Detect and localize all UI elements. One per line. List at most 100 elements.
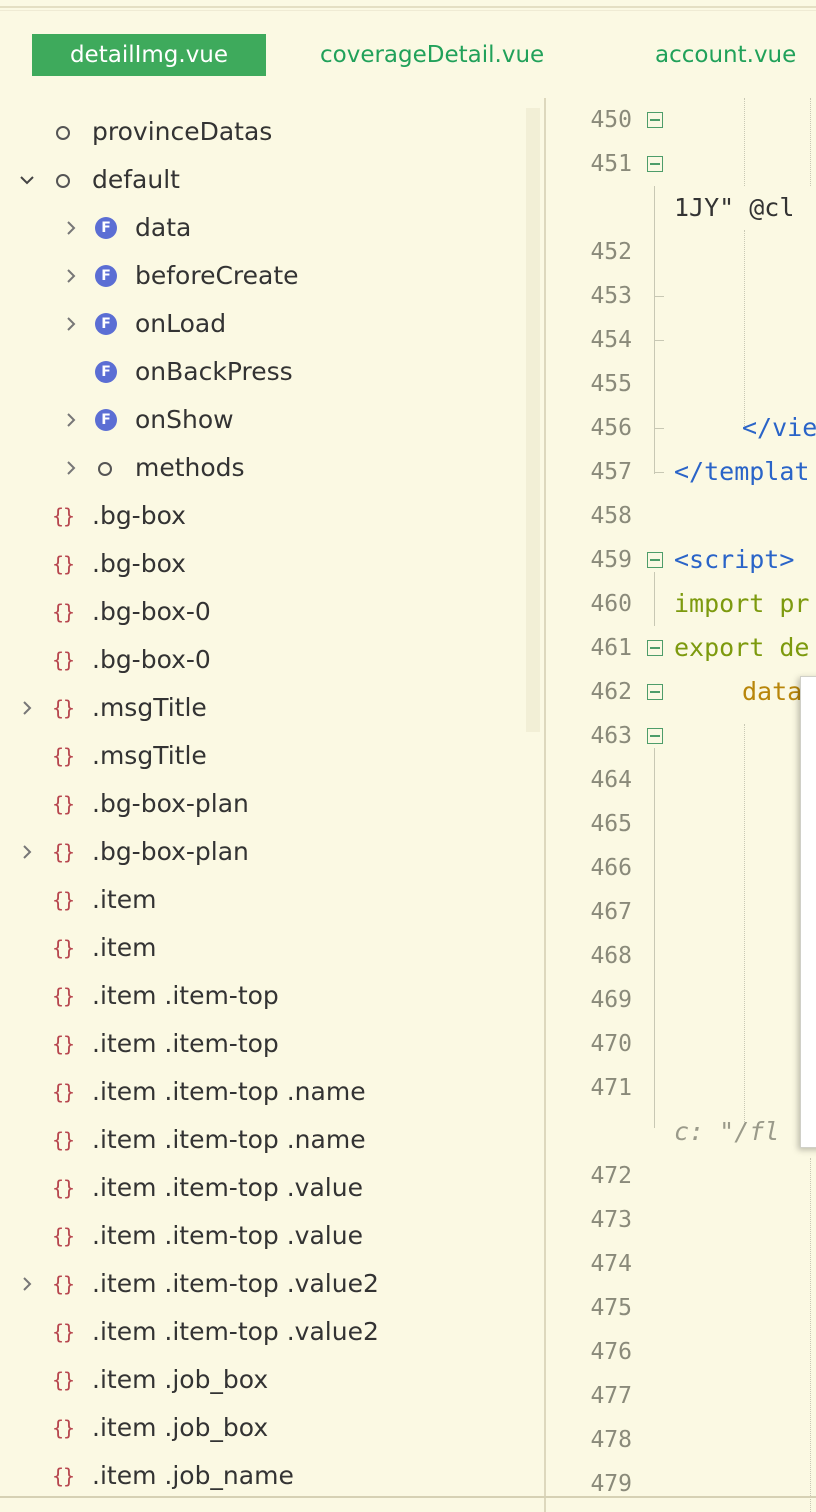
line-number: 452 — [590, 239, 632, 265]
code-line[interactable]: 1JY" @cl — [674, 193, 795, 222]
fold-collapse-icon[interactable] — [647, 156, 663, 172]
outline-item[interactable]: default — [0, 156, 540, 204]
outline-item-label: .item .job_box — [92, 1365, 269, 1394]
chevron-right-icon[interactable] — [18, 1260, 36, 1308]
chevron-right-icon[interactable] — [18, 684, 36, 732]
chevron-down-icon[interactable] — [18, 156, 36, 204]
autocomplete-popup[interactable] — [800, 676, 816, 1148]
outline-scrollbar-thumb[interactable] — [526, 108, 540, 732]
outline-item[interactable]: {}.item .item-top .name — [0, 1116, 540, 1164]
tab-coveragedetail[interactable]: coverageDetail.vue — [320, 42, 545, 68]
indent-guide — [810, 1158, 811, 1512]
outline-item[interactable]: {}.bg-box-0 — [0, 636, 540, 684]
css-rule-icon: {} — [52, 1032, 76, 1056]
outline-item[interactable]: provinceDatas — [0, 108, 540, 156]
outline-item-label: .item — [92, 933, 157, 962]
css-rule-icon: {} — [52, 936, 76, 960]
code-line[interactable]: data — [742, 677, 803, 706]
tab-detailimg[interactable]: detailImg.vue — [32, 34, 266, 76]
chevron-right-icon[interactable] — [62, 300, 80, 348]
outline-item[interactable]: {} .item .item-top .value — [0, 1164, 540, 1212]
fold-collapse-icon[interactable] — [647, 112, 663, 128]
line-number: 467 — [590, 899, 632, 925]
css-rule-icon: {} — [52, 1416, 76, 1440]
outline-item[interactable]: {}.bg-box-0 — [0, 588, 540, 636]
fold-tick — [654, 296, 664, 297]
outline-item-label: .item .item-top — [92, 1029, 279, 1058]
outline-item-label: .item .item-top .value — [92, 1173, 363, 1202]
braces-mark: {} — [52, 1416, 75, 1440]
braces-mark: {} — [52, 744, 75, 768]
chevron-right-icon[interactable] — [18, 828, 36, 876]
code-line[interactable]: <script> — [674, 545, 795, 574]
outline-item[interactable]: {} .item .item-top .value2 — [0, 1308, 540, 1356]
braces-mark: {} — [52, 1176, 75, 1200]
outline-item[interactable]: {}.item .item-top .value — [0, 1212, 540, 1260]
outline-item-label: .item .job_name — [92, 1461, 294, 1490]
braces-mark: {} — [52, 888, 75, 912]
outline-item-label: beforeCreate — [135, 261, 299, 290]
outline-item-label: .bg-box — [92, 549, 186, 578]
outline-item[interactable]: {}.msgTitle — [0, 684, 540, 732]
chevron-right-icon[interactable] — [62, 204, 80, 252]
fold-collapse-icon[interactable] — [647, 728, 663, 744]
braces-mark: {} — [52, 792, 75, 816]
code-line[interactable]: c: "/fl — [674, 1117, 780, 1146]
fold-collapse-icon[interactable] — [647, 552, 663, 568]
outline-item[interactable]: {}.item .job_name — [0, 1452, 540, 1500]
code-line[interactable]: </templat — [674, 457, 810, 486]
fold-collapse-icon[interactable] — [647, 684, 663, 700]
line-number: 472 — [590, 1163, 632, 1189]
chevron-right-icon[interactable] — [62, 396, 80, 444]
outline-item[interactable]: {}.item .job_box — [0, 1404, 540, 1452]
fold-collapse-icon[interactable] — [647, 640, 663, 656]
css-rule-icon: {} — [52, 696, 76, 720]
outline-item[interactable]: {} .item .job_box — [0, 1356, 540, 1404]
css-rule-icon: {} — [52, 1320, 76, 1344]
braces-mark: {} — [52, 1224, 75, 1248]
outline-item[interactable]: {}.bg-box — [0, 492, 540, 540]
braces-mark: {} — [52, 1272, 75, 1296]
outline-item[interactable]: {}.msgTitle — [0, 732, 540, 780]
chevron-right-icon[interactable] — [62, 444, 80, 492]
outline-item[interactable]: {}.bg-box-plan — [0, 780, 540, 828]
outline-item-label: .bg-box-0 — [92, 597, 211, 626]
outline-item[interactable]: {}.item — [0, 876, 540, 924]
outline-item-label: onBackPress — [135, 357, 293, 386]
outline-item-label: .item .item-top — [92, 981, 279, 1010]
css-rule-icon: {} — [52, 648, 76, 672]
outline-item[interactable]: {} .item .item-top — [0, 1020, 540, 1068]
outline-item-label: .item .item-top .value2 — [92, 1317, 379, 1346]
indent-guide — [744, 98, 745, 186]
function-icon: F — [94, 216, 118, 240]
tab-account[interactable]: account.vue — [655, 42, 797, 68]
outline-item[interactable]: methods — [0, 444, 540, 492]
outline-item[interactable]: {}.item .item-top — [0, 972, 540, 1020]
outline-item[interactable]: {}.bg-box — [0, 540, 540, 588]
panel-divider[interactable] — [544, 98, 546, 1512]
code-line[interactable]: export de — [674, 633, 810, 662]
line-number: 474 — [590, 1251, 632, 1277]
outline-item[interactable]: {}.item .item-top .name — [0, 1068, 540, 1116]
indent-guide — [810, 98, 811, 186]
outline-item[interactable]: {}.item .item-top .value2 — [0, 1260, 540, 1308]
function-icon: F — [94, 360, 118, 384]
braces-mark: {} — [52, 1368, 75, 1392]
function-badge: F — [95, 409, 117, 431]
outline-item-label: .item .item-top .name — [92, 1125, 366, 1154]
code-line[interactable]: </vie — [742, 413, 816, 442]
code-line[interactable]: import pr — [674, 589, 810, 618]
css-rule-icon: {} — [52, 1224, 76, 1248]
outline-item[interactable]: {}.bg-box-plan — [0, 828, 540, 876]
chevron-right-icon[interactable] — [62, 252, 80, 300]
function-badge: F — [95, 217, 117, 239]
line-number: 469 — [590, 987, 632, 1013]
outline-item[interactable]: {} .item — [0, 924, 540, 972]
braces-mark: {} — [52, 1032, 75, 1056]
